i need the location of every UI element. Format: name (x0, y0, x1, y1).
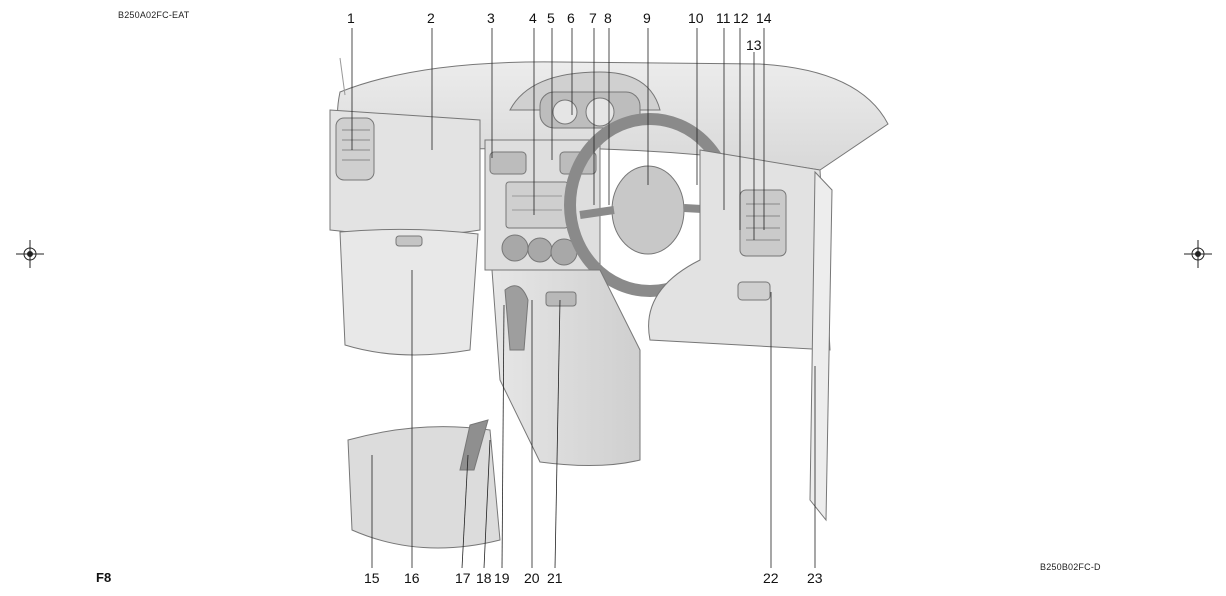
registration-mark-left (16, 240, 44, 268)
callout-17: 17 (455, 570, 471, 586)
callout-14: 14 (756, 10, 772, 26)
registration-mark-right (1184, 240, 1212, 268)
callout-7: 7 (589, 10, 597, 26)
callout-2: 2 (427, 10, 435, 26)
callout-3: 3 (487, 10, 495, 26)
callout-5: 5 (547, 10, 555, 26)
callout-9: 9 (643, 10, 651, 26)
callout-10: 10 (688, 10, 704, 26)
callout-18: 18 (476, 570, 492, 586)
callout-11: 11 (716, 10, 731, 26)
callout-4: 4 (529, 10, 537, 26)
callout-16: 16 (404, 570, 420, 586)
callout-23: 23 (807, 570, 823, 586)
callout-22: 22 (763, 570, 779, 586)
callout-21: 21 (547, 570, 563, 586)
callout-19: 19 (494, 570, 510, 586)
callout-13: 13 (746, 37, 762, 53)
callout-1: 1 (347, 10, 355, 26)
callout-15: 15 (364, 570, 380, 586)
callout-8: 8 (604, 10, 612, 26)
callout-12: 12 (733, 10, 749, 26)
callout-6: 6 (567, 10, 575, 26)
callout-20: 20 (524, 570, 540, 586)
